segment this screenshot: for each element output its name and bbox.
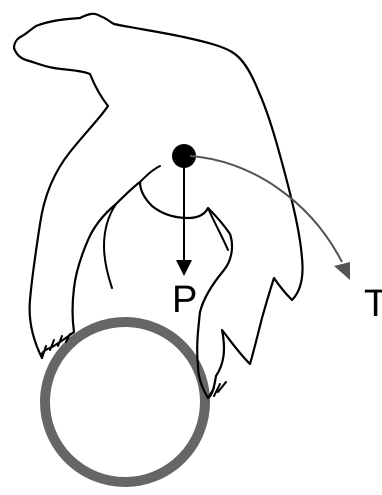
weight-vector-arrowhead	[176, 260, 192, 276]
animal-inner-line	[104, 204, 116, 288]
weight-vector-label: P	[172, 279, 197, 321]
ball-ring	[45, 322, 205, 482]
animal-body-outline	[14, 14, 303, 398]
animal-inner-line	[208, 208, 228, 250]
tangent-vector-arrowhead	[334, 262, 350, 280]
tangent-vector-label: T	[364, 283, 382, 325]
animal-inner-line	[140, 166, 160, 182]
tangent-vector-curve	[190, 156, 342, 262]
